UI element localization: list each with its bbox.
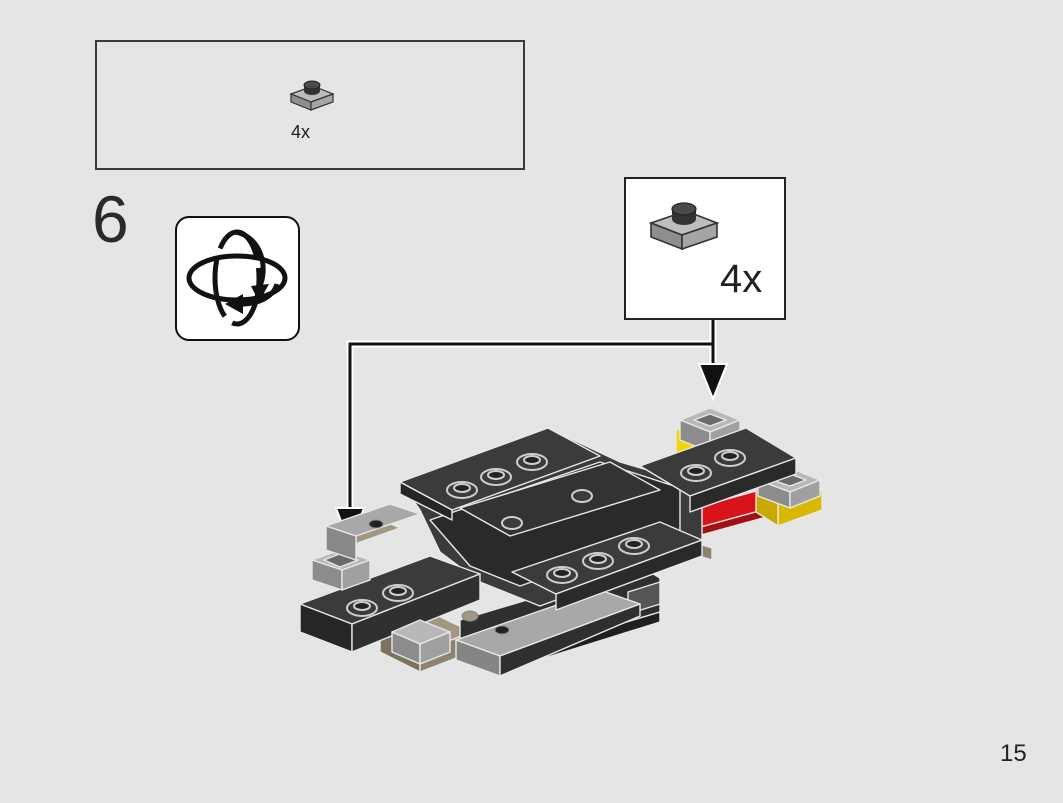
car-model	[299, 407, 823, 677]
page-number: 15	[1000, 740, 1027, 767]
rotate-model-tile	[175, 216, 300, 341]
parts-list-box: 4x	[95, 40, 525, 170]
step-number: 6	[92, 182, 129, 256]
parts-list-quantity: 4x	[291, 122, 311, 142]
model-studs	[346, 449, 746, 617]
sub-step-callout: 4x	[624, 177, 786, 320]
rotate-model-icon	[186, 229, 288, 327]
small-black-studs	[368, 519, 510, 635]
callout-quantity: 4x	[720, 257, 763, 301]
gray-1x1-round-stud-plate-icon	[289, 80, 335, 111]
gray-1x1-round-stud-plate-icon	[648, 202, 720, 251]
